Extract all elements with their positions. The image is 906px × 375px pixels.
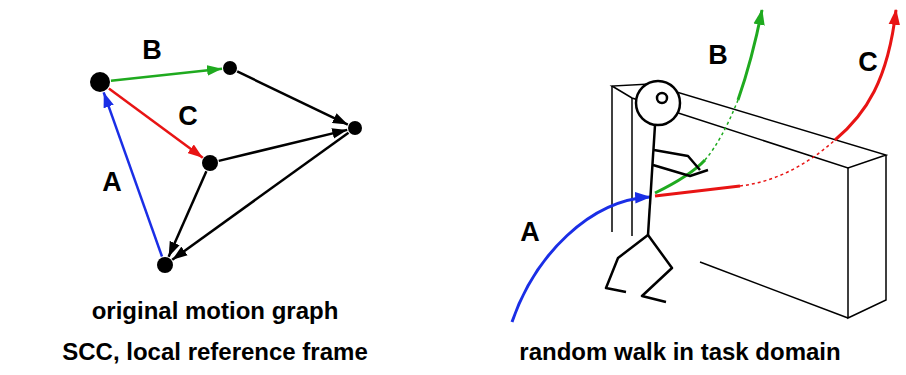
path-label: C [858,49,878,76]
wall-edge [631,98,633,236]
paths [512,10,896,322]
head [636,81,680,125]
path-b-hidden [705,100,738,160]
caption-text: original motion graph [92,299,339,323]
caption-text: SCC, local reference frame [62,340,367,364]
graph-edge [172,133,348,260]
wall-end [848,155,886,318]
graph-edge [111,69,222,81]
path-label: A [520,219,540,246]
graph-node [90,72,110,92]
path-c [835,10,896,140]
edge-label: B [142,37,162,64]
edge-label: A [102,169,122,196]
graph-edge [219,130,347,161]
graph-node [348,121,362,135]
eye [657,93,667,103]
path-b [655,160,705,193]
leg [642,235,672,302]
path-a [512,197,650,322]
graph-edge [237,71,348,124]
torso [648,125,655,235]
path-c-hidden [740,140,835,186]
wall-edge [611,86,613,232]
edge-label: C [178,103,198,130]
path-b [738,10,762,100]
graph-node [202,155,218,171]
graph-node [223,61,237,75]
arm [653,165,708,176]
stick-figure [606,81,708,302]
graph-node [157,257,173,273]
caption-text: random walk in task domain [519,340,840,364]
path-label: B [708,42,728,69]
leg [606,235,648,292]
graph-edge [169,171,207,257]
path-c [655,186,740,196]
wall-bottom [700,262,848,318]
